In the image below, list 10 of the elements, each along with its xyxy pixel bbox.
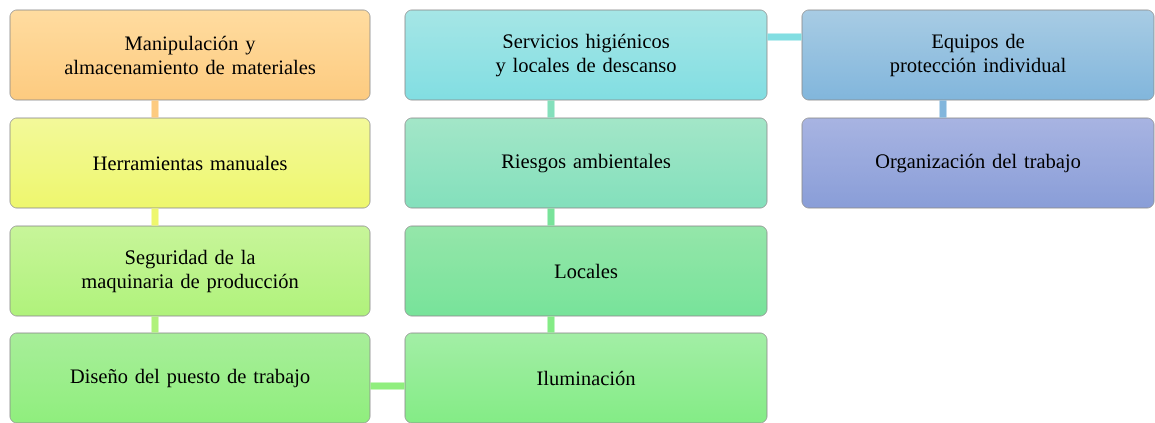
process-box: Riesgos ambientales [404,117,768,209]
process-box: Locales [404,225,768,317]
process-box: Manipulación y almacenamiento de materiales [9,9,371,101]
process-box: Servicios higiénicos y locales de descanso [404,9,768,101]
process-box: Equipos de protección individual [801,9,1155,101]
process-box: Herramientas manuales [9,117,371,209]
process-box: Iluminación [404,332,768,423]
process-box: Seguridad de la maquinaria de producción [9,225,371,317]
process-box: Diseño del puesto de trabajo [9,332,371,423]
process-box: Organización del trabajo [801,117,1155,209]
